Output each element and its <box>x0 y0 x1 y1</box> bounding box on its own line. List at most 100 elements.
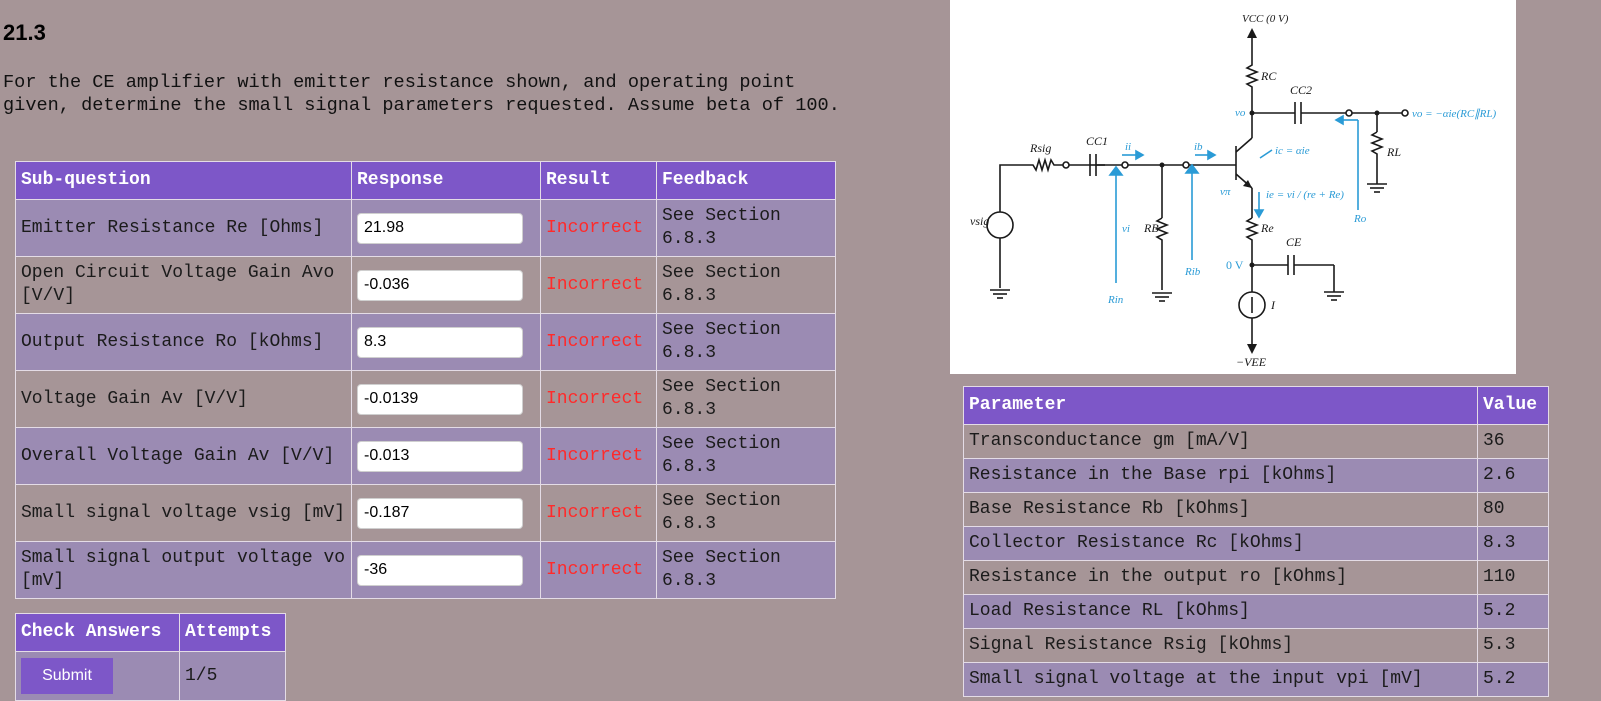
result-status: Incorrect <box>540 199 657 257</box>
response-cell <box>351 199 541 257</box>
table-row: Base Resistance Rb [kOhms] 80 <box>963 492 1549 527</box>
result-status: Incorrect <box>540 313 657 371</box>
submit-button[interactable]: Submit <box>21 658 113 694</box>
result-status: Incorrect <box>540 427 657 485</box>
header-value: Value <box>1477 386 1549 425</box>
circuit-vi-label: vi <box>1122 223 1130 235</box>
submit-cell: Submit <box>15 651 180 701</box>
attempts-count: 1/5 <box>179 651 286 701</box>
header-result: Result <box>540 161 657 200</box>
response-input-vo[interactable] <box>357 554 523 586</box>
parameter-name: Resistance in the Base rpi [kOhms] <box>963 458 1478 493</box>
feedback-text: See Section 6.8.3 <box>656 256 836 314</box>
table-row: Emitter Resistance Re [Ohms] Incorrect S… <box>15 199 836 257</box>
circuit-ib-label: ib <box>1194 141 1203 153</box>
result-status: Incorrect <box>540 541 657 599</box>
sub-question-label: Emitter Resistance Re [Ohms] <box>15 199 352 257</box>
response-cell <box>351 256 541 314</box>
circuit-rib-label: Rib <box>1184 266 1201 278</box>
parameter-value: 2.6 <box>1477 458 1549 493</box>
response-input-av[interactable] <box>357 383 523 415</box>
response-cell <box>351 484 541 542</box>
circuit-rl-label: RL <box>1386 145 1401 159</box>
parameter-value: 80 <box>1477 492 1549 527</box>
header-attempts: Attempts <box>179 613 286 652</box>
response-table-header: Sub-question Response Result Feedback <box>15 161 836 200</box>
table-row: Submit 1/5 <box>15 651 286 701</box>
feedback-text: See Section 6.8.3 <box>656 541 836 599</box>
result-status: Incorrect <box>540 370 657 428</box>
table-row: Output Resistance Ro [kOhms] Incorrect S… <box>15 313 836 371</box>
table-row: Small signal voltage vsig [mV] Incorrect… <box>15 484 836 542</box>
response-input-re[interactable] <box>357 212 523 244</box>
parameter-name: Transconductance gm [mA/V] <box>963 424 1478 459</box>
response-table: Sub-question Response Result Feedback Em… <box>15 161 836 599</box>
table-row: Resistance in the output ro [kOhms] 110 <box>963 560 1549 595</box>
circuit-re-label: Re <box>1260 221 1274 235</box>
parameter-value: 5.3 <box>1477 628 1549 663</box>
sub-question-label: Voltage Gain Av [V/V] <box>15 370 352 428</box>
table-row: Open Circuit Voltage Gain Avo [V/V] Inco… <box>15 256 836 314</box>
table-row: Small signal output voltage vo [mV] Inco… <box>15 541 836 599</box>
parameter-value: 5.2 <box>1477 662 1549 697</box>
response-input-avo[interactable] <box>357 269 523 301</box>
circuit-rb-label: RB <box>1143 221 1159 235</box>
response-input-overall-av[interactable] <box>357 440 523 472</box>
parameter-value: 36 <box>1477 424 1549 459</box>
header-response: Response <box>351 161 541 200</box>
response-cell <box>351 541 541 599</box>
question-number: 21.3 <box>3 20 46 45</box>
circuit-vo-equation: vo = −αie(RC∥RL) <box>1412 108 1496 120</box>
response-cell <box>351 370 541 428</box>
sub-question-label: Open Circuit Voltage Gain Avo [V/V] <box>15 256 352 314</box>
feedback-text: See Section 6.8.3 <box>656 313 836 371</box>
circuit-ii-label: ii <box>1125 141 1131 153</box>
table-row: Resistance in the Base rpi [kOhms] 2.6 <box>963 458 1549 493</box>
response-input-ro[interactable] <box>357 326 523 358</box>
parameter-name: Resistance in the output ro [kOhms] <box>963 560 1478 595</box>
feedback-text: See Section 6.8.3 <box>656 199 836 257</box>
parameter-name: Collector Resistance Rc [kOhms] <box>963 526 1478 561</box>
response-cell <box>351 427 541 485</box>
circuit-rc-label: RC <box>1260 69 1277 83</box>
sub-question-label: Small signal output voltage vo [mV] <box>15 541 352 599</box>
parameter-name: Signal Resistance Rsig [kOhms] <box>963 628 1478 663</box>
check-answers-table: Check Answers Attempts Submit 1/5 <box>15 613 286 701</box>
header-check-answers: Check Answers <box>15 613 180 652</box>
feedback-text: See Section 6.8.3 <box>656 370 836 428</box>
table-row: Load Resistance RL [kOhms] 5.2 <box>963 594 1549 629</box>
header-parameter: Parameter <box>963 386 1478 425</box>
parameter-value: 8.3 <box>1477 526 1549 561</box>
circuit-vo-label: vo <box>1235 107 1246 119</box>
table-row: Transconductance gm [mA/V] 36 <box>963 424 1549 459</box>
circuit-ie-equation: ie = vi / (re + Re) <box>1266 189 1344 201</box>
response-cell <box>351 313 541 371</box>
header-sub-question: Sub-question <box>15 161 352 200</box>
parameter-name: Base Resistance Rb [kOhms] <box>963 492 1478 527</box>
parameter-value: 110 <box>1477 560 1549 595</box>
circuit-current-label: I <box>1270 298 1276 312</box>
response-input-vsig[interactable] <box>357 497 523 529</box>
parameter-table-header: Parameter Value <box>963 386 1549 425</box>
header-feedback: Feedback <box>656 161 836 200</box>
circuit-zero-v-label: 0 V <box>1226 258 1244 272</box>
table-row: Collector Resistance Rc [kOhms] 8.3 <box>963 526 1549 561</box>
circuit-rsig-label: Rsig <box>1029 141 1051 155</box>
table-row: Overall Voltage Gain Av [V/V] Incorrect … <box>15 427 836 485</box>
table-row: Voltage Gain Av [V/V] Incorrect See Sect… <box>15 370 836 428</box>
sub-question-label: Output Resistance Ro [kOhms] <box>15 313 352 371</box>
circuit-vcc-label: VCC (0 V) <box>1242 13 1289 25</box>
sub-question-label: Overall Voltage Gain Av [V/V] <box>15 427 352 485</box>
circuit-ro-label: Ro <box>1353 213 1367 225</box>
table-row: Small signal voltage at the input vpi [m… <box>963 662 1549 697</box>
circuit-ce-label: CE <box>1286 235 1302 249</box>
circuit-vsig-label: vsig <box>970 214 989 228</box>
sub-question-label: Small signal voltage vsig [mV] <box>15 484 352 542</box>
circuit-ic-equation: ic = αie <box>1275 145 1310 157</box>
feedback-text: See Section 6.8.3 <box>656 484 836 542</box>
parameter-value: 5.2 <box>1477 594 1549 629</box>
table-row: Signal Resistance Rsig [kOhms] 5.3 <box>963 628 1549 663</box>
feedback-text: See Section 6.8.3 <box>656 427 836 485</box>
circuit-vee-label: −VEE <box>1236 355 1267 369</box>
circuit-cc1-label: CC1 <box>1086 134 1108 148</box>
